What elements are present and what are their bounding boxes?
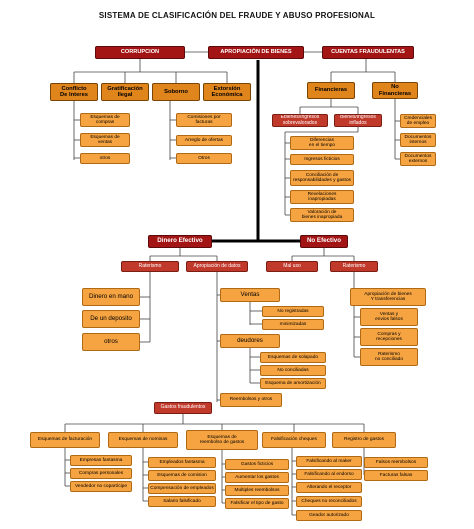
node-cuentas-fraudulentas: CUENTAS FRAUDULENTAS	[322, 46, 414, 59]
cheques-item-receptor: Alterando el receptor	[296, 482, 362, 493]
nominas-item-salario: Salario falsificado	[148, 496, 216, 507]
connector-lines	[64, 51, 400, 516]
ventas-item-minimizadas: minimizadas	[262, 319, 324, 330]
facturacion-item-fantasma: Empresas fantasma	[70, 455, 132, 466]
raterismo-item-dinero-mano: Dinero en mano	[82, 288, 140, 306]
reembolso-item-ficticios: Gastos ficticios	[225, 459, 289, 470]
node-deudores: deudores	[220, 334, 280, 348]
registro-item-reembolsos: Falsos reembolsos	[364, 457, 428, 468]
node-raterismo-no-efectivo: Raterismo	[330, 261, 378, 272]
fin-item-ingresos-ficticios: Ingresos ficticios	[290, 154, 354, 165]
facturacion-item-personales: Compras personales	[70, 468, 132, 479]
gastos-cat-facturacion: Esquemas de facturación	[30, 432, 100, 448]
node-raterismo: Raterismo	[121, 261, 179, 272]
node-mal-uso: Mal uso	[266, 261, 318, 272]
nominas-item-empleados-fantasma: Empleados fantasma	[148, 457, 216, 468]
node-apropiacion-datos: Apropiación de datos	[186, 261, 248, 272]
deudores-item-no-conciliadas: No conciliadas	[260, 365, 326, 376]
facturacion-item-vendedor: Vendedor no copartícipe	[70, 481, 132, 492]
node-no-efectivo: No Efectivo	[300, 235, 348, 248]
node-ventas: Ventas	[220, 288, 280, 302]
reembolso-item-aumentar: Aumentar los gastos	[225, 472, 289, 483]
soborno-item-arreglo: Arreglo de ofertas	[176, 135, 232, 146]
cheques-item-geador: Geador autorizado	[296, 510, 362, 521]
cheques-item-no-reconciliados: Cheques no reconciliados	[296, 496, 362, 507]
node-dinero-efectivo: Dinero Efectivo	[148, 235, 212, 248]
ventas-item-no-registradas: No registradas	[262, 306, 324, 317]
node-corrupcion: CORRUPCION	[95, 46, 185, 59]
node-financieras: Financieras	[307, 82, 355, 99]
node-gastos-fraudulentos: Gastos fraudulentos	[154, 402, 212, 414]
gastos-cat-nominas: Esquemas de nominas	[108, 432, 178, 448]
gastos-cat-cheques: Falsificación cheques	[262, 432, 326, 448]
gastos-cat-registro: Registro de gastos	[332, 432, 396, 448]
deudores-item-solapado: Esquemas de solapado	[260, 352, 326, 363]
nominas-item-comision: Esquemas de comision	[148, 470, 216, 481]
deudores-item-amortizacion: Esquema de amortización	[260, 378, 326, 389]
nominas-item-compensacion: Compensación de empleados	[148, 483, 216, 494]
raterismo-item-otros: otros	[82, 333, 140, 351]
node-reembolsos-otros: Reembolsos y otros	[220, 393, 282, 407]
cheques-item-maker: Falsificando al maker	[296, 456, 362, 467]
node-apropiacion-bienes: APROPIACIÓN DE BIENES	[208, 46, 304, 59]
reembolso-item-falsificar-tipo: Falsificar el tipo de gasto	[225, 498, 289, 509]
conflicto-item-otros: otros	[80, 153, 130, 164]
diagram-title: SISTEMA DE CLASIFICACIÓN DEL FRAUDE Y AB…	[98, 11, 376, 20]
soborno-item-otros: Otros	[176, 153, 232, 164]
registro-item-facturas: Facturas falsas	[364, 470, 428, 481]
node-soborno: Soborno	[152, 83, 200, 101]
raterismo-item-deposito: De un deposito	[82, 310, 140, 328]
reembolso-item-multiples: Multiples reembolsos	[225, 485, 289, 496]
cheques-item-endorso: Falsificando al endorso	[296, 469, 362, 480]
